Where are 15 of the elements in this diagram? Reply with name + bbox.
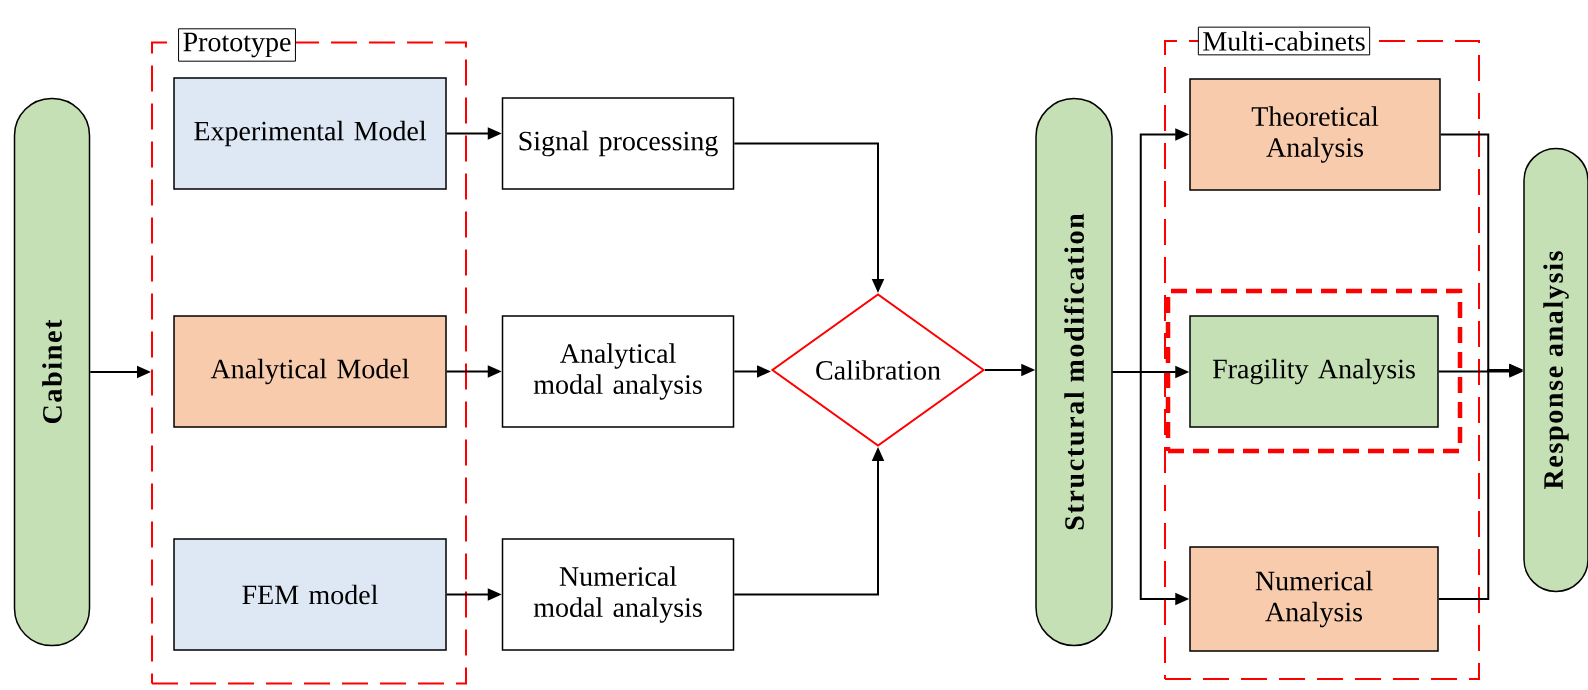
rounded-vertical-box: Cabinet bbox=[13, 97, 91, 647]
rounded-vertical-box: Structural modification bbox=[1035, 97, 1113, 647]
process-box: Analytical modal analysis bbox=[501, 315, 735, 428]
process-box: Numerical modal analysis bbox=[501, 538, 735, 651]
process-box: Numerical Analysis bbox=[1189, 546, 1439, 652]
dashed-highlight-frame bbox=[1165, 288, 1463, 454]
rounded-vertical-box: Response analysis bbox=[1523, 147, 1588, 593]
process-box: Experimental Model bbox=[173, 77, 447, 190]
process-box: FEM model bbox=[173, 538, 447, 651]
process-box: Fragility Analysis bbox=[1189, 315, 1439, 428]
process-box: Analytical Model bbox=[173, 315, 447, 428]
process-box: Theoretical Analysis bbox=[1189, 78, 1441, 191]
group-label: Prototype bbox=[178, 28, 296, 62]
process-box: Signal processing bbox=[501, 97, 735, 190]
group-label: Multi-cabinets bbox=[1197, 26, 1371, 56]
